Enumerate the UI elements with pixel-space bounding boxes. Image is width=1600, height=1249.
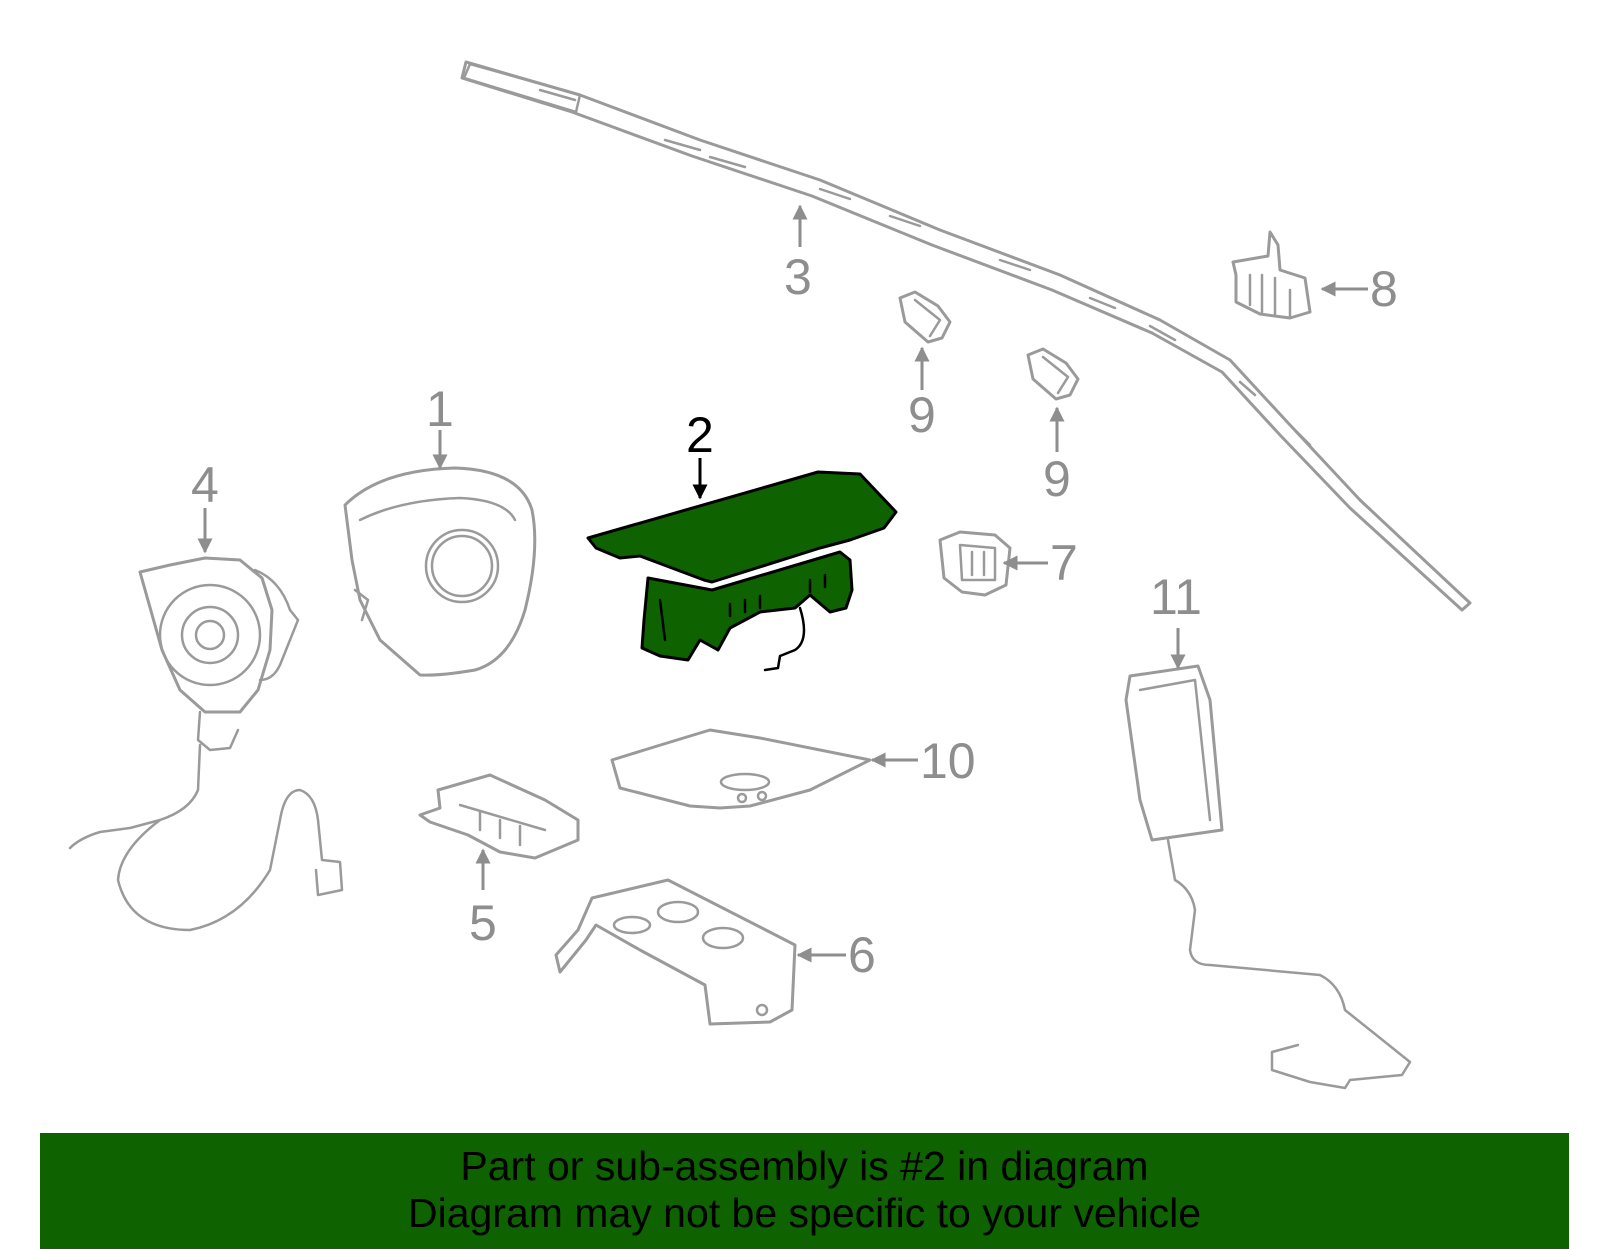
- callout-1: 1: [426, 381, 454, 437]
- part-3-curtain-airbag: [460, 60, 1472, 612]
- part-10-cover: [610, 728, 872, 810]
- callout-10: 10: [920, 733, 976, 789]
- callout-7: 7: [1050, 535, 1078, 591]
- part-4-clock-spring: [68, 556, 344, 932]
- part-6-bracket: [554, 878, 797, 1026]
- banner-line-1: Part or sub-assembly is #2 in diagram: [460, 1143, 1149, 1189]
- callout-3: 3: [784, 249, 812, 305]
- part-11-knee-airbag: [1124, 664, 1412, 1090]
- part-8-sensor: [1231, 230, 1312, 320]
- callout-2: 2: [686, 407, 714, 463]
- callout-6: 6: [848, 927, 876, 983]
- info-banner: Part or sub-assembly is #2 in diagram Di…: [40, 1133, 1569, 1249]
- callout-9a: 9: [908, 387, 936, 443]
- part-1-driver-airbag: [343, 466, 537, 677]
- part-2-passenger-airbag: [586, 470, 898, 672]
- callout-9b: 9: [1043, 451, 1071, 507]
- callout-11: 11: [1150, 569, 1202, 625]
- callout-4: 4: [191, 457, 219, 513]
- callout-5: 5: [469, 895, 497, 951]
- callout-8: 8: [1370, 261, 1398, 317]
- part-9-clip-b: [1026, 347, 1080, 401]
- banner-line-2: Diagram may not be specific to your vehi…: [407, 1190, 1201, 1236]
- part-7-connector: [938, 530, 1012, 597]
- part-9-clip-a: [898, 290, 952, 344]
- part-5-module: [418, 773, 580, 860]
